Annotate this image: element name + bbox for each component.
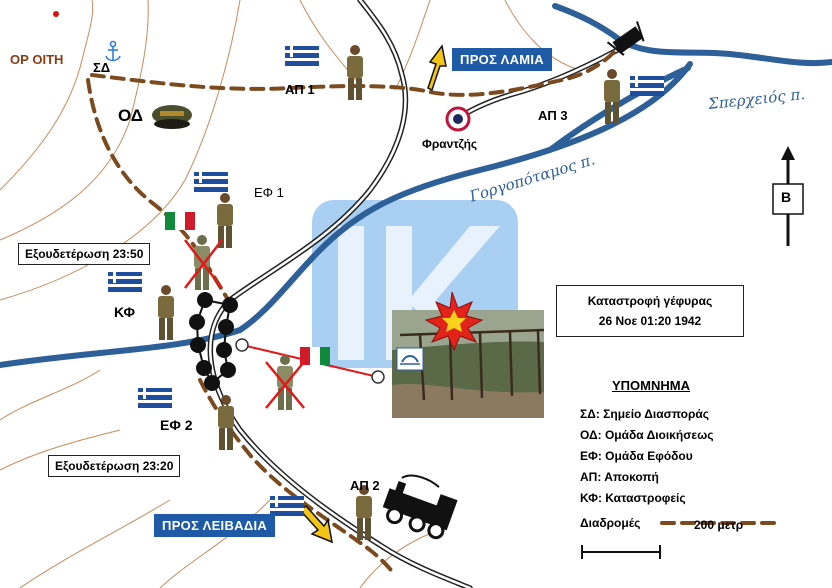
direction-label-leivadia: ΠΡΟΣ ΛΕΙΒΑΔΙΑ [154, 514, 276, 537]
unit-label-ap3: ΑΠ 3 [538, 108, 568, 123]
scale-bar [581, 545, 661, 559]
legend-scale-label: 200 μετρ [694, 518, 744, 532]
route-to-ap1 [90, 46, 620, 97]
unit-label-ap2: ΑΠ 2 [350, 478, 380, 493]
soldier-icon [158, 285, 174, 340]
target-icon [445, 106, 471, 132]
spercheios-river [552, 3, 832, 67]
legend-item: ΑΠ: Αποκοπή [580, 470, 659, 484]
soldier-icon [347, 45, 363, 100]
soldier-icon [277, 355, 293, 410]
soldier-icon [356, 485, 372, 540]
north-arrow-icon [772, 146, 804, 246]
unit-label-ef1: ΕΦ 1 [254, 185, 284, 200]
event-label-neutralize-2350: Εξουδετέρωση 23:50 [18, 243, 151, 265]
legend-item: ΟΔ: Ομάδα Διοικήσεως [580, 428, 714, 442]
legend-item: ΣΔ: Σημείο Διασποράς [580, 407, 710, 421]
destruction-title: Καταστροφή γέφυρας [587, 294, 713, 308]
unit-label-ef2: ΕΦ 2 [160, 417, 193, 433]
terrain-contours [0, 0, 581, 588]
greek-flag-icon [285, 46, 319, 66]
officer-cap-icon [152, 105, 192, 129]
anchor-icon [105, 40, 121, 62]
train-icon [382, 474, 458, 540]
destruction-time: 26 Νοε 01:20 1942 [598, 314, 702, 328]
marker-dot [53, 11, 59, 17]
greek-flag-icon [138, 388, 172, 408]
greek-flags [108, 46, 664, 516]
event-label-neutralize-2320: Εξουδετέρωση 23:20 [48, 455, 181, 477]
gorgopotamos-river [0, 61, 693, 368]
arrow-to-lamia-icon [427, 44, 447, 92]
legend-item: ΕΦ: Ομάδα Εφόδου [580, 449, 693, 463]
north-label: Β [781, 189, 792, 205]
italian-flag-icon [165, 212, 195, 230]
italian-flags [165, 212, 330, 365]
explosion-icon [424, 291, 484, 352]
greek-flag-icon [630, 76, 664, 96]
charges-cluster [189, 292, 238, 391]
legend-item: ΚΦ: Καταστροφείς [580, 491, 686, 505]
greek-flag-icon [270, 496, 304, 516]
top-bridge-icon [606, 21, 645, 56]
unit-label-ap1: ΑΠ 1 [285, 82, 315, 97]
greek-flag-icon [108, 272, 142, 292]
italian-flag-icon [300, 347, 330, 365]
soldier-icon [604, 69, 620, 124]
location-label-frantzis: Φραντζής [422, 137, 478, 151]
unit-label-kf: ΚΦ [114, 304, 135, 320]
soldiers [158, 45, 620, 540]
legend-title: ΥΠΟΜΝΗΜΑ [612, 378, 690, 393]
direction-label-lamia: ΠΡΟΣ ΛΑΜΙΑ [452, 48, 552, 71]
soldier-icon [217, 193, 233, 248]
destruction-box: Καταστροφή γέφυρας 26 Νοε 01:20 1942 [556, 285, 744, 337]
neutralized-marks [184, 239, 305, 409]
unit-label-sd: ΣΔ [93, 60, 111, 75]
unit-label-od: ΟΔ [118, 106, 143, 125]
soldier-icon [218, 395, 234, 450]
legend-routes-label: Διαδρομές [580, 516, 641, 530]
greek-flag-icon [194, 172, 228, 192]
location-label-or-oith: ΟΡ ΟΙΤΗ [10, 52, 64, 67]
